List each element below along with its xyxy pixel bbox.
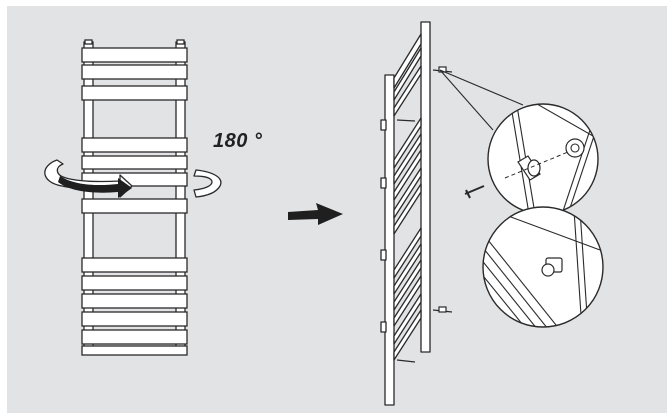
radiator-slat bbox=[393, 133, 422, 185]
radiator-slat bbox=[393, 117, 422, 169]
rotation-angle-label: 180 ° bbox=[213, 130, 263, 152]
bracket bbox=[380, 249, 387, 261]
radiator-back-rail bbox=[420, 21, 431, 353]
radiator-slat bbox=[393, 65, 422, 117]
detail-magnifier-bottom bbox=[482, 206, 604, 328]
radiator-slat bbox=[81, 345, 188, 356]
radiator-slat bbox=[393, 33, 422, 89]
bracket bbox=[380, 119, 387, 131]
radiator-slat bbox=[393, 293, 422, 345]
screw-icon bbox=[464, 185, 485, 199]
screw-icon bbox=[396, 66, 453, 363]
radiator-slat bbox=[81, 137, 188, 153]
radiator-side-view bbox=[380, 21, 431, 406]
radiator-slat bbox=[81, 275, 188, 291]
bracket bbox=[380, 321, 387, 333]
radiator-slat bbox=[393, 149, 422, 201]
radiator-slat bbox=[393, 167, 422, 219]
radiator-slat bbox=[393, 259, 422, 311]
radiator-cap bbox=[176, 39, 185, 45]
radiator-slat bbox=[81, 64, 188, 80]
right-arrow-icon bbox=[288, 203, 343, 225]
radiator-slat bbox=[393, 243, 422, 295]
detail-magnifier-top bbox=[487, 103, 599, 215]
radiator-slat bbox=[81, 155, 188, 170]
radiator-slat bbox=[81, 293, 188, 309]
radiator-slat bbox=[81, 85, 188, 101]
radiator-slat bbox=[393, 183, 422, 235]
radiator-slat bbox=[81, 329, 188, 345]
leader-lines bbox=[439, 69, 524, 131]
radiator-slat bbox=[393, 227, 422, 279]
radiator-cap bbox=[84, 39, 93, 45]
radiator-slat bbox=[393, 47, 422, 101]
rotate-arrow-icon bbox=[44, 159, 222, 198]
bracket bbox=[380, 177, 387, 189]
radiator-slat bbox=[81, 47, 188, 63]
radiator-slat bbox=[81, 198, 188, 214]
radiator-slat bbox=[81, 311, 188, 327]
radiator-slat bbox=[393, 275, 422, 327]
radiator-front-rail bbox=[384, 74, 395, 406]
radiator-slat bbox=[393, 309, 422, 361]
radiator-slat bbox=[81, 257, 188, 273]
radiator-front-view bbox=[81, 39, 188, 356]
